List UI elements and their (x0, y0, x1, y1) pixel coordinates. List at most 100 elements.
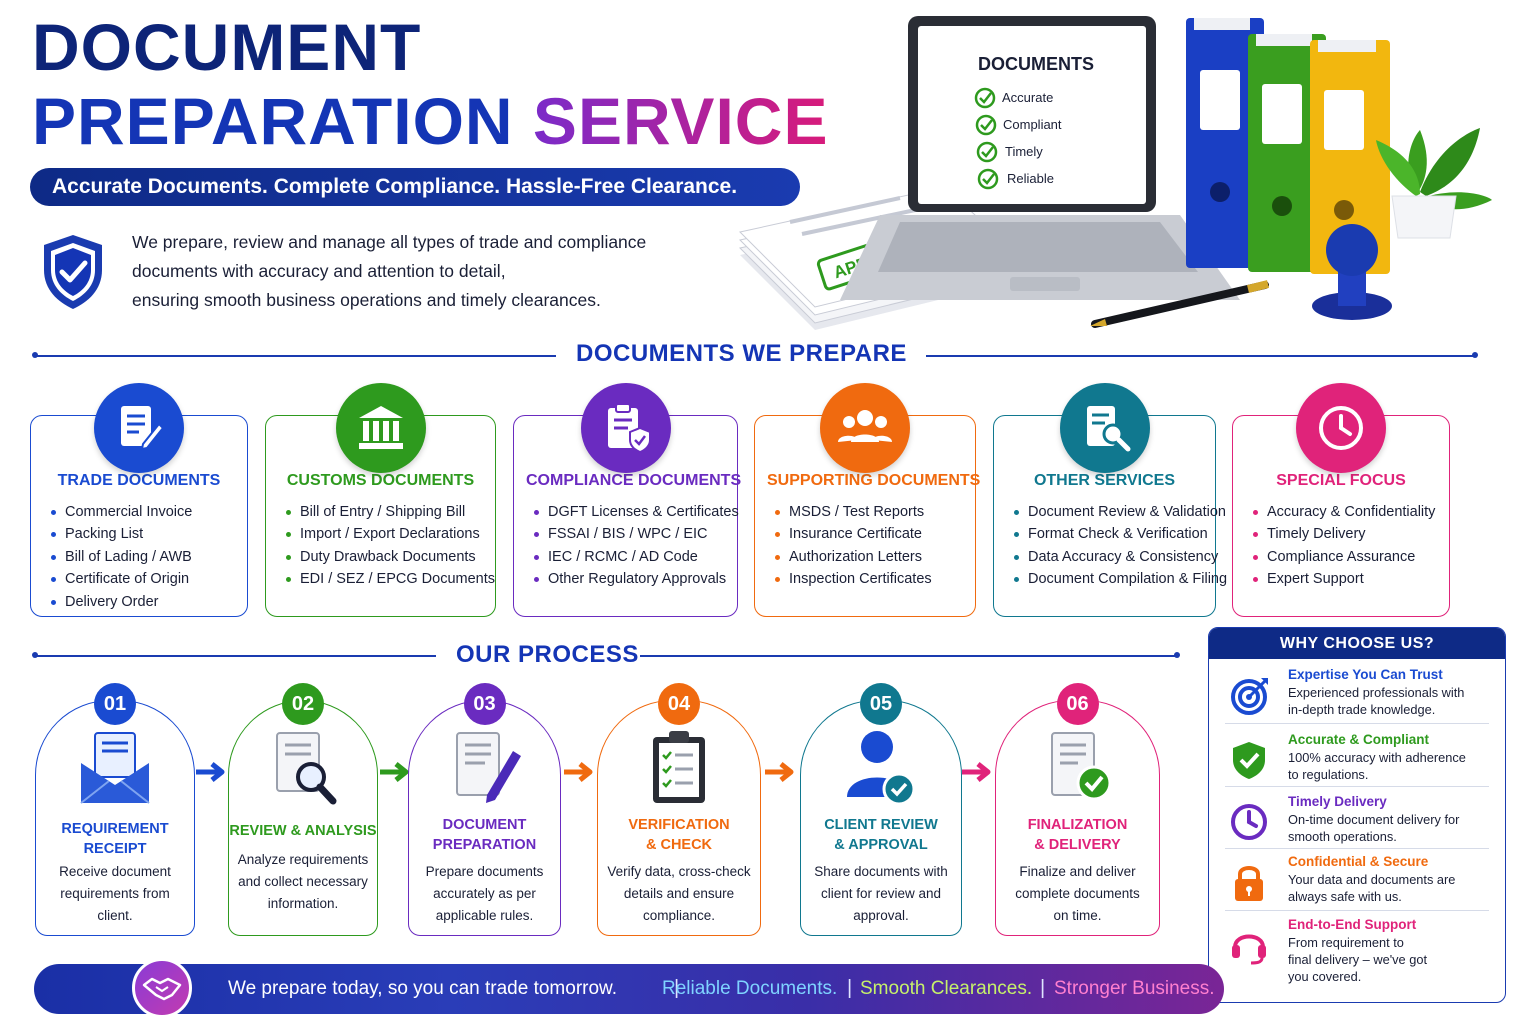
intro-line: ensuring smooth business operations and … (132, 290, 601, 310)
card-list: Commercial Invoice Packing List Bill of … (49, 501, 235, 613)
why-desc-line: On-time document delivery for (1288, 812, 1460, 827)
step-desc-line: accurately as per (433, 886, 536, 901)
card-icon-circle (335, 383, 426, 473)
step-desc-line: complete documents (1015, 886, 1140, 901)
why-item-accurate: Accurate & Compliant 100% accuracy with … (1209, 732, 1505, 794)
banner-separator: | (674, 977, 680, 999)
title-word-preparation: PREPARATION (32, 84, 514, 158)
why-item-support: End-to-End Support From requirement to f… (1209, 917, 1505, 997)
list-item: IEC / RCMC / AD Code (532, 546, 725, 568)
list-item: Certificate of Origin (49, 568, 235, 590)
step-title-line: CLIENT REVIEW (824, 817, 938, 833)
card-other-services: OTHER SERVICES Document Review & Validat… (993, 383, 1227, 617)
step-desc-line: Prepare documents (425, 864, 544, 879)
step-desc-line: information. (267, 896, 339, 911)
step-title-line: & APPROVAL (834, 837, 928, 853)
list-item: FSSAI / BIS / WPC / EIC (532, 523, 725, 545)
card-title: TRADE DOCUMENTS (57, 472, 221, 489)
document-search-icon (1086, 406, 1130, 452)
list-item: Inspection Certificates (773, 568, 963, 590)
card-list: Accuracy & Confidentiality Timely Delive… (1251, 501, 1437, 591)
hero-illustration: APPROVED DOCUMENTS Accurate Compliant Ti… (739, 16, 1492, 330)
bottom-banner: We prepare today, so you can trade tomor… (34, 958, 1224, 1018)
banner-slogan: We prepare today, so you can trade tomor… (228, 978, 617, 999)
divider (1225, 786, 1489, 787)
section-divider-dot (32, 352, 38, 358)
arrow-right-icon (962, 762, 991, 782)
list-item: Insurance Certificate (773, 523, 963, 545)
card-list: Bill of Entry / Shipping Bill Import / E… (284, 501, 495, 591)
step-title: DOCUMENT PREPARATION (409, 815, 560, 855)
step-description: Receive document requirements from clien… (44, 861, 186, 927)
document-pen-icon (121, 406, 165, 451)
section-divider-line (36, 355, 556, 357)
step-number-badge: 05 (860, 683, 902, 725)
why-item-confidential: Confidential & Secure Your data and docu… (1209, 854, 1505, 916)
list-item: Bill of Lading / AWB (49, 546, 235, 568)
step-desc-line: details and ensure (623, 886, 735, 901)
why-desc-line: in-depth trade knowledge. (1288, 702, 1436, 717)
why-desc-line: Your data and documents are (1288, 872, 1456, 887)
checklist-item: Accurate (1002, 90, 1053, 105)
step-description: Prepare documents accurately as per appl… (417, 861, 552, 927)
banner-separator: | (847, 977, 853, 999)
section-divider-line (640, 655, 1176, 657)
why-item-desc: 100% accuracy with adherence to regulati… (1288, 749, 1493, 783)
section-title-process: OUR PROCESS (456, 641, 639, 668)
user-check-icon (847, 731, 916, 806)
why-item-desc: On-time document delivery for smooth ope… (1288, 811, 1493, 845)
step-desc-line: and collect necessary (238, 874, 368, 889)
list-item: Other Regulatory Approvals (532, 568, 726, 590)
section-divider-dot (1174, 652, 1180, 658)
process-step-6: 06 FINALIZATION & DELIVERY Finalize and … (995, 683, 1160, 936)
card-title: SUPPORTING DOCUMENTS (767, 472, 981, 489)
checklist-item: Reliable (1007, 171, 1054, 186)
binder-green-icon (1248, 34, 1326, 272)
why-desc-line: Experienced professionals with (1288, 685, 1465, 700)
list-item: Accuracy & Confidentiality (1251, 501, 1437, 523)
list-item: Document Review & Validation (1012, 501, 1226, 523)
checklist-item: Timely (1005, 144, 1043, 159)
card-special-focus: SPECIAL FOCUS Accuracy & Confidentiality… (1232, 383, 1450, 617)
handshake-icon-circle (132, 958, 192, 1018)
step-desc-line: approval. (853, 908, 909, 923)
banner-tag-reliable: Reliable Documents. (662, 978, 838, 999)
section-divider-dot (1472, 352, 1478, 358)
step-title: REQUIREMENT RECEIPT (36, 819, 194, 859)
card-icon-circle (820, 383, 910, 473)
list-item: EDI / SEZ / EPCG Documents (284, 568, 495, 590)
step-description: Finalize and deliver complete documents … (1004, 861, 1151, 927)
why-desc-line: you covered. (1288, 969, 1362, 984)
list-item: MSDS / Test Reports (773, 501, 963, 523)
people-group-icon (838, 410, 892, 442)
clipboard-shield-icon (607, 403, 651, 454)
why-desc-line: 100% accuracy with adherence (1288, 750, 1466, 765)
why-desc-line: smooth operations. (1288, 829, 1397, 844)
step-desc-line: on time. (1053, 908, 1102, 923)
list-item: Expert Support (1251, 568, 1437, 590)
arrow-right-icon (765, 762, 794, 782)
card-supporting-documents: SUPPORTING DOCUMENTS MSDS / Test Reports… (754, 383, 981, 617)
step-desc-line: compliance. (642, 908, 716, 923)
process-step-3: 03 DOCUMENT PREPARATION Prepare document… (408, 683, 561, 936)
card-title: CUSTOMS DOCUMENTS (286, 472, 475, 489)
why-item-title: Timely Delivery (1288, 794, 1387, 809)
why-item-desc: From requirement to final delivery – we'… (1288, 934, 1493, 985)
why-item-desc: Experienced professionals with in-depth … (1288, 684, 1493, 718)
step-desc-line: applicable rules. (435, 908, 534, 923)
process-step-2: 02 REVIEW & ANALYSIS Analyze requirement… (228, 683, 378, 936)
process-step-4: 04 VERIFICATION & CHECK Verify data, cro… (597, 683, 761, 936)
list-item: DGFT Licenses & Certificates (532, 501, 739, 523)
headset-icon (1232, 934, 1266, 965)
step-title: VERIFICATION & CHECK (598, 815, 760, 855)
title-word-service: SERVICE (532, 84, 829, 158)
step-description: Share documents with client for review a… (809, 861, 953, 927)
divider (1225, 723, 1489, 724)
step-title-line: PREPARATION (432, 837, 537, 853)
step-desc-line: Finalize and deliver (1019, 864, 1136, 879)
process-step-5: 05 CLIENT REVIEW & APPROVAL Share docume… (800, 683, 962, 936)
banner-separator: | (1040, 977, 1046, 999)
list-item: Data Accuracy & Consistency (1012, 546, 1218, 568)
card-list: DGFT Licenses & Certificates FSSAI / BIS… (532, 501, 739, 591)
step-title-line: VERIFICATION (628, 817, 730, 833)
